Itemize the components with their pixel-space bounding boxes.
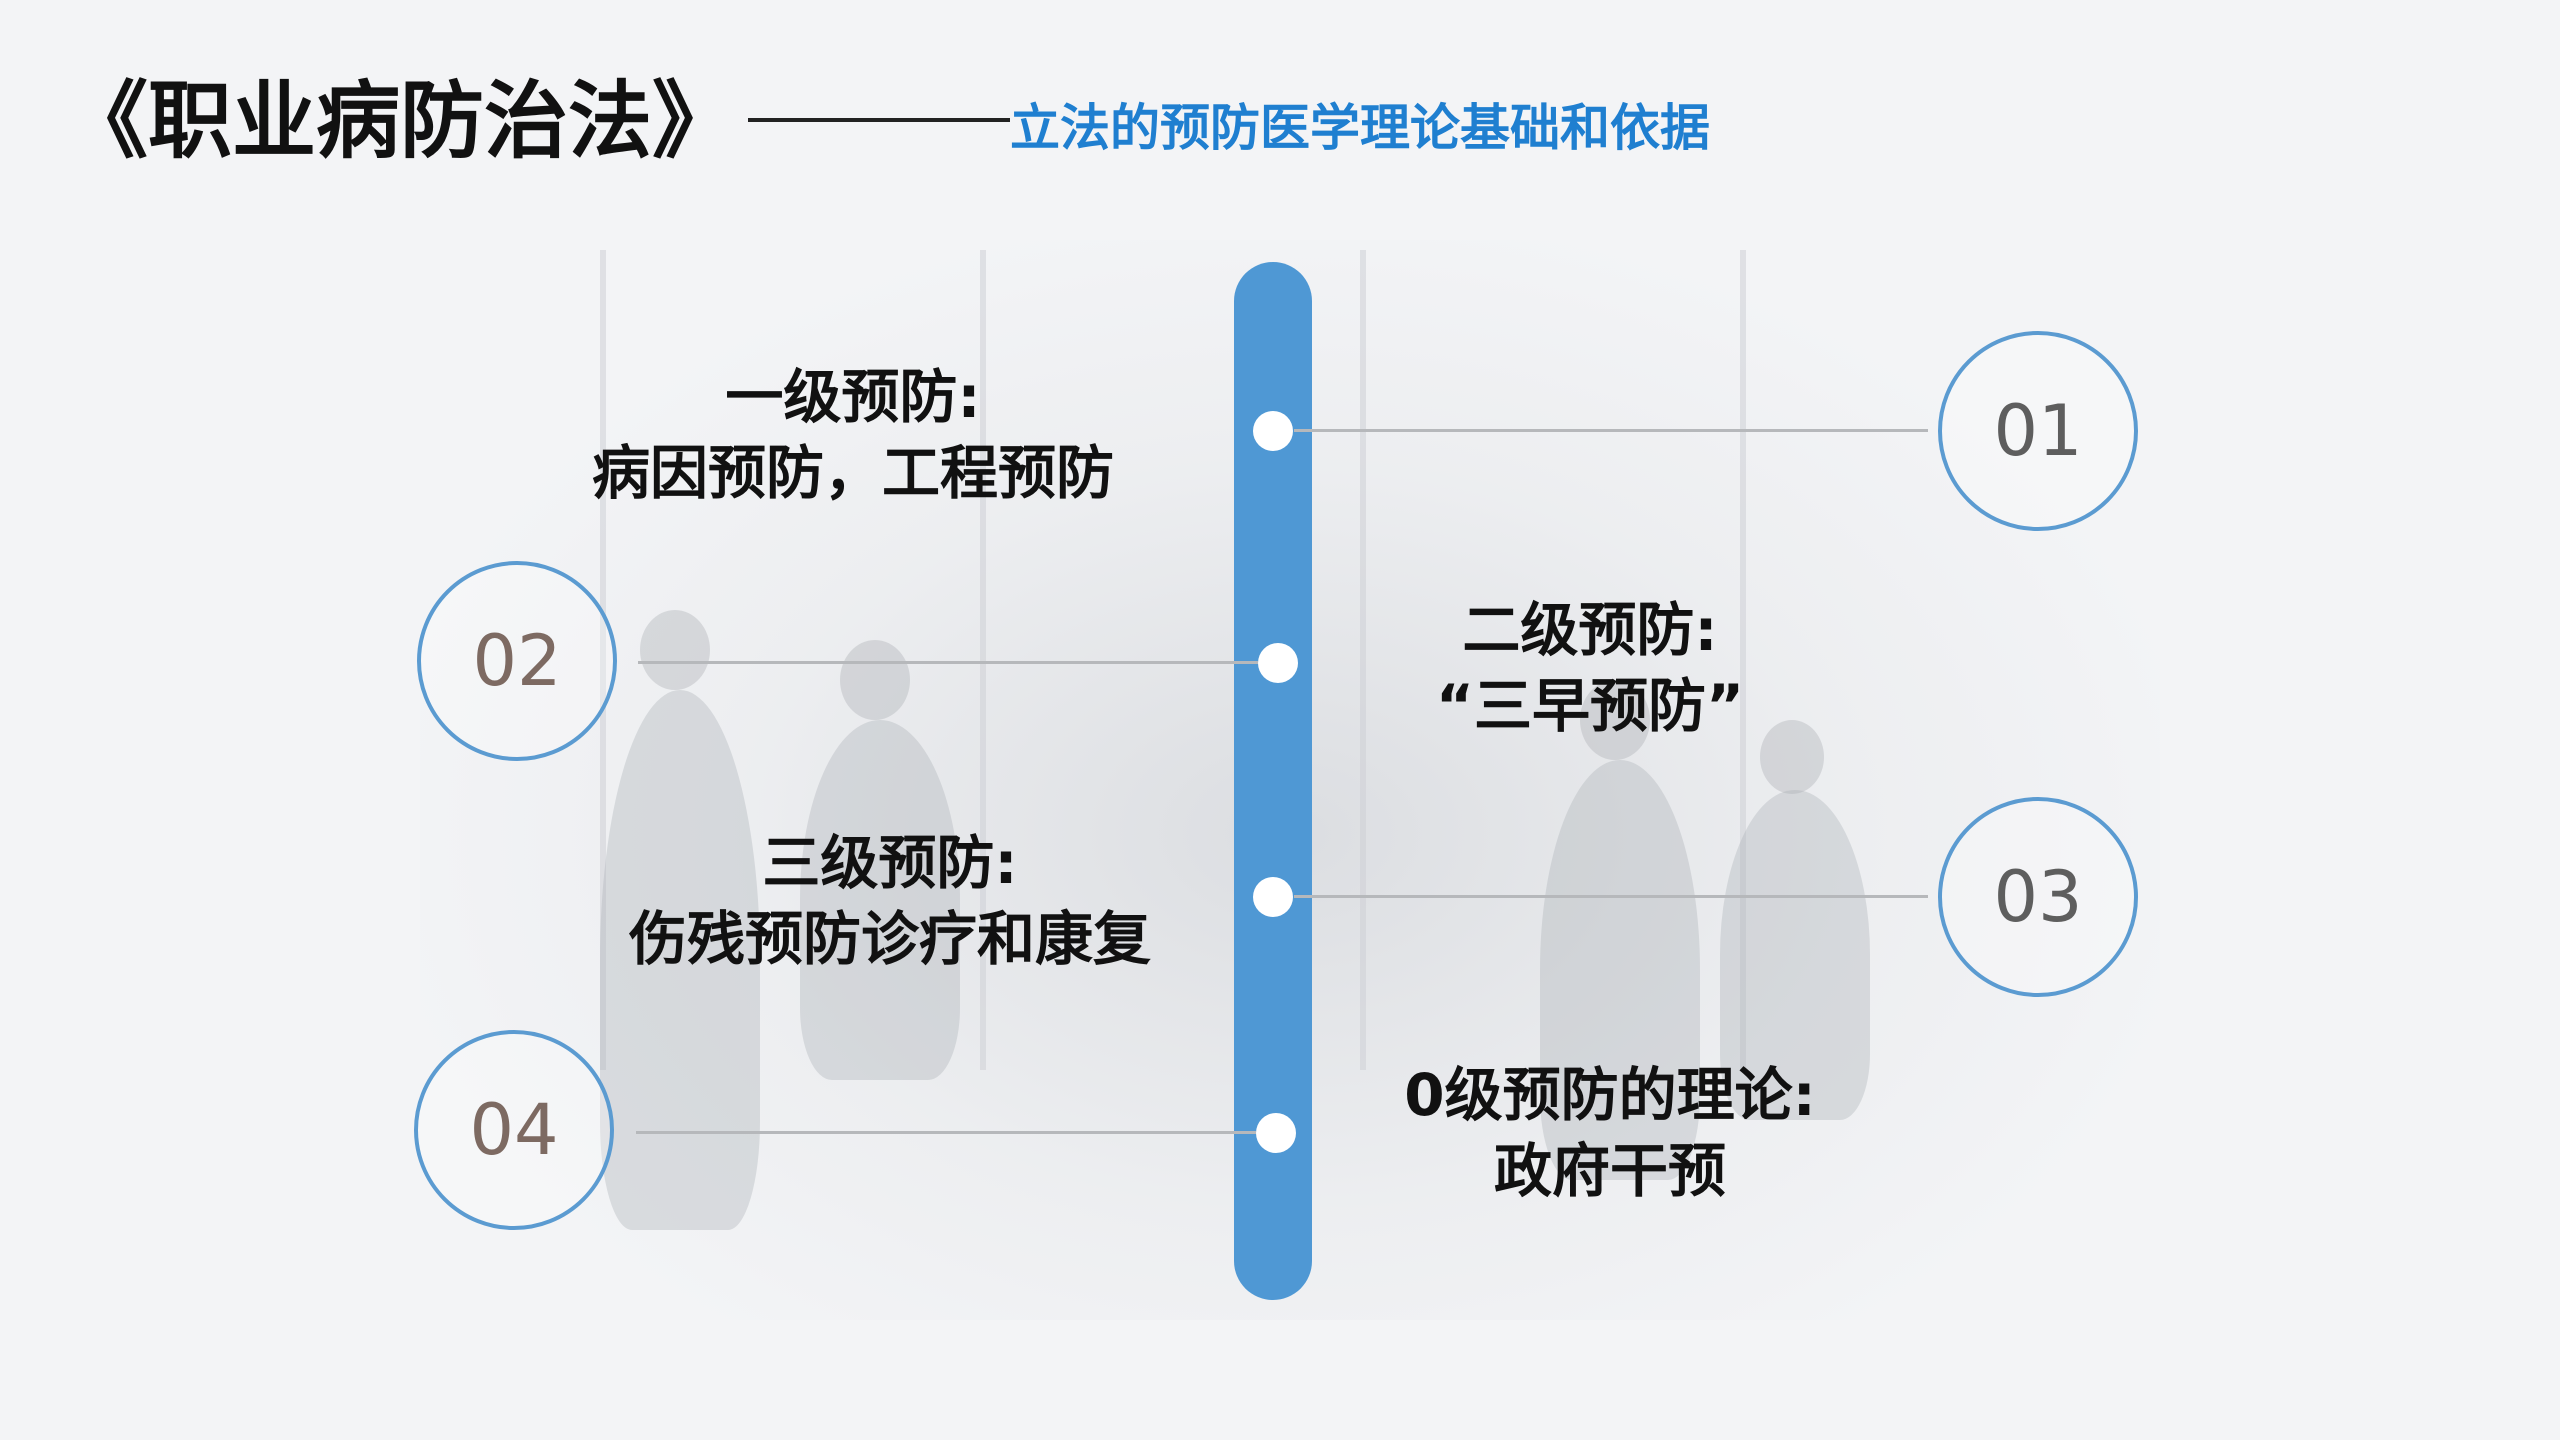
number-circle: 03 [1938, 797, 2138, 997]
page-title: 《职业病防治法》 [64, 54, 736, 175]
silhouette-head [640, 610, 710, 690]
number-circle: 01 [1938, 331, 2138, 531]
timeline-item-label: 一级预防: 病因预防，工程预防 [553, 359, 1153, 511]
connector-line [636, 1131, 1256, 1134]
timeline-node [1256, 1113, 1296, 1153]
label-heading: 一级预防: [553, 359, 1153, 435]
timeline-item-label: 三级预防: 伤残预防诊疗和康复 [580, 825, 1200, 977]
title-divider [748, 118, 1010, 122]
timeline-node [1253, 877, 1293, 917]
label-detail: “三早预防” [1380, 668, 1800, 744]
label-heading: 0级预防的理论: [1360, 1057, 1860, 1133]
label-heading: 二级预防: [1380, 592, 1800, 668]
timeline-item-label: 二级预防: “三早预防” [1380, 592, 1800, 744]
page-subtitle: 立法的预防医学理论基础和依据 [1010, 88, 1710, 160]
connector-line [638, 661, 1258, 664]
timeline-node [1253, 411, 1293, 451]
label-detail: 伤残预防诊疗和康复 [580, 901, 1200, 977]
silhouette-head [840, 640, 910, 720]
number-circle: 02 [417, 561, 617, 761]
timeline-item-label: 0级预防的理论: 政府干预 [1360, 1057, 1860, 1209]
timeline-node [1258, 643, 1298, 683]
connector-line [1294, 429, 1928, 432]
connector-line [1294, 895, 1928, 898]
window-frame [1360, 250, 1366, 1070]
label-heading: 三级预防: [580, 825, 1200, 901]
label-detail: 政府干预 [1360, 1133, 1860, 1209]
label-detail: 病因预防，工程预防 [553, 435, 1153, 511]
number-circle: 04 [414, 1030, 614, 1230]
